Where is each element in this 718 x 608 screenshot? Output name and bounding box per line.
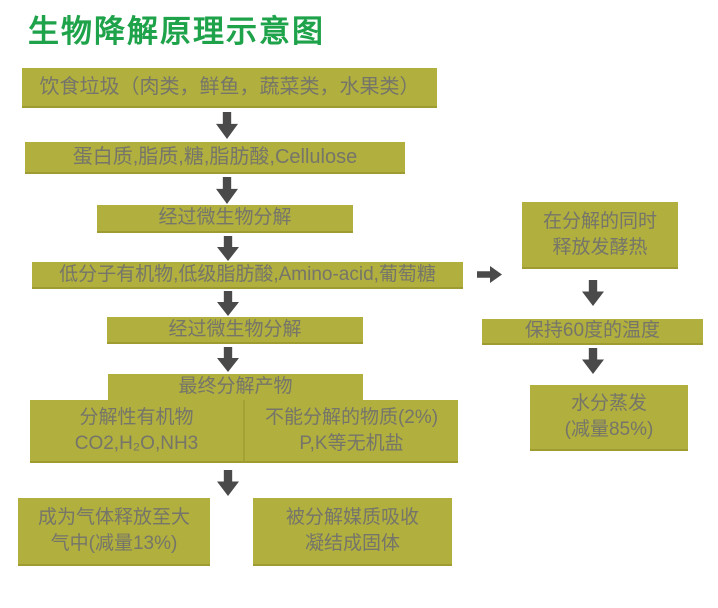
fermentation-heat-line2: 释放发酵热 — [552, 236, 648, 258]
solid-absorption-line2: 凝结成固体 — [304, 533, 400, 554]
arrow-down-icon — [582, 348, 604, 374]
flow-box-gas-release: 成为气体释放至大 气中(减量13%) — [18, 498, 210, 566]
flow-box-solid-absorption: 被分解媒质吸收 凝结成固体 — [253, 498, 452, 566]
non-decomposable-minerals: P,K等无机盐 — [299, 432, 404, 454]
flow-box-final-products: 分解性有机物 CO2,H₂O,NH3 不能分解的物质(2%) P,K等无机盐 — [30, 400, 458, 463]
arrow-down-icon — [217, 470, 239, 496]
arrow-down-icon — [217, 347, 239, 372]
water-evaporation-line1: 水分蒸发 — [570, 393, 647, 415]
flow-box-protein-components: 蛋白质,脂质,糖,脂肪酸,Cellulose — [25, 142, 405, 174]
non-decomposable-label: 不能分解的物质(2%) — [264, 406, 439, 428]
arrow-down-icon — [582, 280, 604, 306]
arrow-right-icon — [477, 266, 502, 283]
solid-absorption-line1: 被分解媒质吸收 — [285, 507, 419, 529]
page-title: 生物降解原理示意图 — [28, 14, 325, 49]
arrow-down-icon — [216, 177, 238, 204]
gas-release-line2: 气中(减量13%) — [50, 533, 178, 554]
column-divider — [243, 400, 245, 461]
final-products-decomposable-column: 分解性有机物 CO2,H₂O,NH3 — [30, 400, 243, 461]
decomposable-organics-label: 分解性有机物 — [79, 406, 194, 428]
water-evaporation-line2: (减量85%) — [564, 419, 654, 440]
decomposable-organics-formula: CO2,H₂O,NH3 — [74, 432, 199, 454]
side-box-temperature: 保持60度的温度 — [482, 319, 703, 345]
arrow-down-icon — [217, 236, 239, 261]
arrow-down-icon — [216, 112, 238, 139]
side-box-water-evaporation: 水分蒸发 (减量85%) — [530, 385, 688, 451]
side-box-fermentation-heat: 在分解的同时 释放发酵热 — [522, 202, 678, 269]
flow-box-low-molecular-organics: 低分子有机物,低级脂肪酸,Amino-acid,葡萄糖 — [32, 262, 463, 289]
final-products-non-decomposable-column: 不能分解的物质(2%) P,K等无机盐 — [245, 400, 458, 461]
flow-box-final-products-header: 最终分解产物 — [108, 374, 363, 400]
flow-box-microbial-decomposition-2: 经过微生物分解 — [107, 317, 363, 344]
flow-box-food-waste: 饮食垃圾（肉类，鲜鱼，蔬菜类，水果类） — [22, 68, 437, 108]
flow-box-microbial-decomposition-1: 经过微生物分解 — [97, 205, 353, 233]
fermentation-heat-line1: 在分解的同时 — [542, 210, 657, 232]
gas-release-line1: 成为气体释放至大 — [37, 507, 190, 529]
arrow-down-icon — [217, 291, 239, 316]
